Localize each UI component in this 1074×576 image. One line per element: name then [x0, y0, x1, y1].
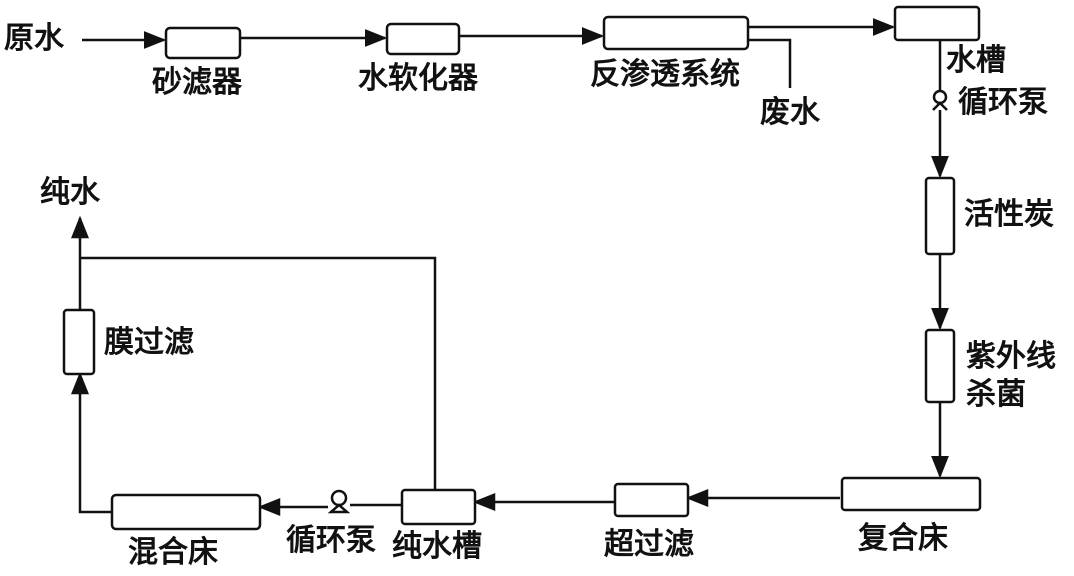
- circulation-pump-bottom-label: 循环泵: [286, 523, 376, 558]
- uv-sterilization-label-line1: 紫外线: [966, 339, 1056, 374]
- mixed-bed-label: 混合床: [128, 535, 218, 570]
- water-tank-label: 水槽: [946, 43, 1006, 78]
- uv-sterilizer-unit: [924, 328, 956, 404]
- membrane-filter-unit: [62, 308, 96, 376]
- sand-filter-label: 砂滤器: [152, 65, 242, 100]
- compound-bed-label: 复合床: [858, 521, 948, 556]
- uv-sterilization-label-line2: 杀菌: [966, 377, 1026, 412]
- ro-system-unit: [602, 15, 750, 51]
- membrane-filtration-label: 膜过滤: [104, 325, 194, 360]
- pure-water-tank-unit: [400, 488, 477, 526]
- ultrafiltration-label: 超过滤: [604, 527, 694, 562]
- water-tank-unit: [893, 5, 981, 42]
- circulation-pump-bottom-icon: [327, 489, 351, 514]
- pure-water-label: 纯水: [40, 175, 100, 210]
- pure-water-tank-label: 纯水槽: [392, 529, 482, 564]
- sand-filter-unit: [164, 26, 242, 60]
- ro-system-label: 反渗透系统: [590, 57, 740, 92]
- raw-water-label: 原水: [4, 21, 64, 56]
- ultrafilter-unit: [613, 482, 690, 518]
- flow-line-recirculation: [80, 256, 437, 490]
- activated-carbon-label: 活性炭: [964, 197, 1054, 232]
- waste-water-label: 废水: [760, 95, 820, 130]
- activated-carbon-unit: [924, 176, 956, 256]
- flow-line-ro-to-waste: [748, 38, 792, 88]
- water-softener-unit: [385, 22, 461, 56]
- circulation-pump-icon: [932, 89, 948, 111]
- circulation-pump-label: 循环泵: [958, 85, 1048, 120]
- mixed-bed-unit: [110, 493, 262, 531]
- flow-line-mixed-bed-to-membrane: [71, 371, 112, 514]
- water-softener-label: 水软化器: [358, 61, 478, 96]
- compound-bed-unit: [840, 476, 982, 512]
